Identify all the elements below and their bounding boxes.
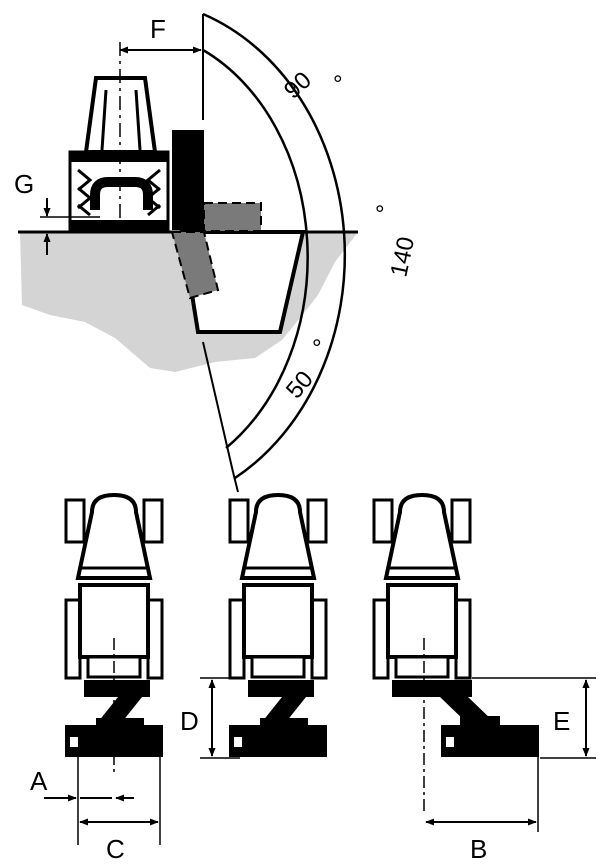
angle-90-degree: ° <box>333 71 343 98</box>
arc-outer <box>202 12 347 480</box>
top-view-1 <box>64 492 164 772</box>
dimension-c: C <box>79 756 161 864</box>
angle-90-label: 90 <box>279 67 317 105</box>
tractor-rear <box>68 42 170 232</box>
dimension-a-label: A <box>30 766 48 796</box>
dimension-b-label: B <box>470 834 487 864</box>
radial-line-lower-end <box>232 471 239 493</box>
dimension-e: E <box>472 677 596 759</box>
top-view-3 <box>372 492 539 815</box>
dimension-c-label: C <box>106 834 125 864</box>
side-view: 90 ° 140 ° 50 ° F G <box>14 12 420 493</box>
angle-50-label: 50 <box>281 366 319 404</box>
angle-140-degree: ° <box>375 201 385 228</box>
dimension-f-label: F <box>150 14 166 44</box>
dimension-e-label: E <box>553 706 570 736</box>
dimension-a: A <box>30 756 134 845</box>
radial-line-lower <box>202 341 234 473</box>
angle-140-label: 140 <box>385 234 420 279</box>
arc-inner <box>202 48 309 449</box>
angle-50-degree: ° <box>312 335 322 362</box>
mower-head-tilted <box>170 231 220 300</box>
mower-head-horizontal <box>203 202 262 232</box>
dimension-d-label: D <box>180 706 199 736</box>
top-view-2 <box>228 492 328 757</box>
dimension-d: D <box>180 677 240 759</box>
boom-column <box>172 130 204 230</box>
dimension-g-label: G <box>14 169 34 199</box>
dimension-b: B <box>425 756 539 864</box>
